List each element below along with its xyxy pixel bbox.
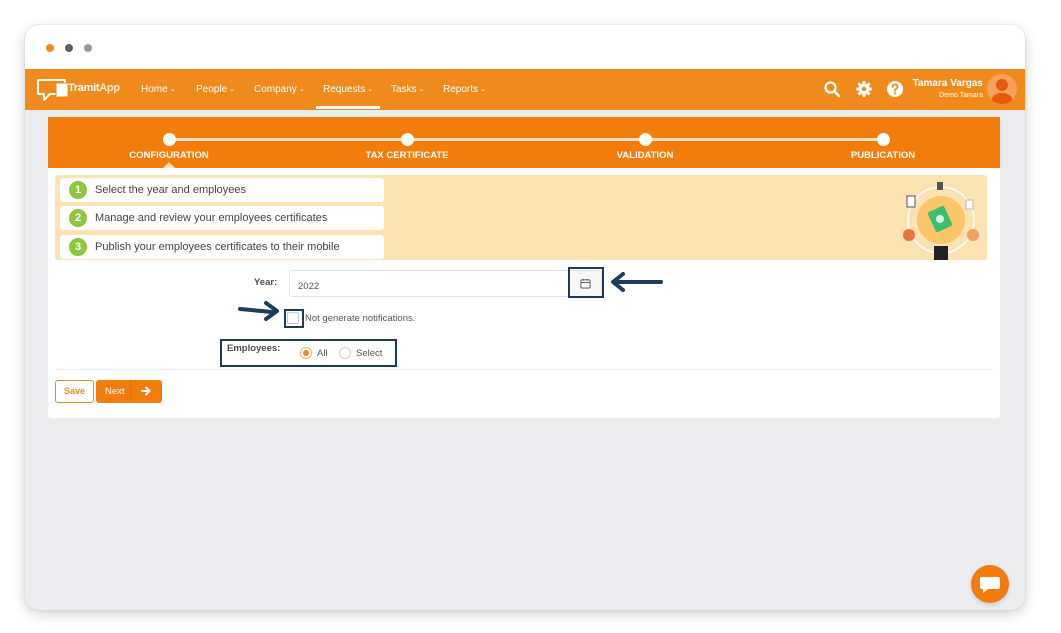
nav-home[interactable]: Home⌄ <box>141 84 176 95</box>
chat-icon <box>980 577 1000 593</box>
no-notifications-label[interactable]: Not generate notifications. <box>305 313 416 324</box>
employees-all-label[interactable]: All <box>317 348 328 359</box>
instruction-item: 2 Manage and review your employees certi… <box>60 206 384 230</box>
window-dot-gray <box>65 44 73 52</box>
employees-select-label[interactable]: Select <box>356 348 383 359</box>
step-number-badge: 1 <box>69 181 87 199</box>
nav-reports[interactable]: Reports⌄ <box>443 84 486 95</box>
highlight-checkbox-box <box>284 309 304 328</box>
instruction-item: 1 Select the year and employees <box>60 178 384 202</box>
next-button[interactable]: Next <box>96 380 162 403</box>
chevron-down-icon: ⌄ <box>229 86 236 93</box>
step-dot-tax-certificate[interactable] <box>401 133 414 146</box>
save-button[interactable]: Save <box>55 380 94 403</box>
arrow-left-icon <box>611 272 663 292</box>
nav-requests[interactable]: Requests⌄ <box>323 84 373 95</box>
year-input[interactable]: 2022 <box>289 270 569 297</box>
calendar-icon <box>580 278 591 289</box>
step-label-validation[interactable]: VALIDATION <box>616 150 674 161</box>
wizard-card: CONFIGURATION TAX CERTIFICATE VALIDATION… <box>48 117 1000 418</box>
user-name[interactable]: Tamara Vargas <box>912 78 983 89</box>
nav-people[interactable]: People⌄ <box>196 84 235 95</box>
chevron-down-icon: ⌄ <box>480 86 486 93</box>
form-divider <box>55 369 993 370</box>
avatar[interactable] <box>987 74 1017 104</box>
nav-company-label: Company <box>254 84 297 95</box>
instructions-banner: 1 Select the year and employees 2 Manage… <box>55 175 987 260</box>
step-number-badge: 2 <box>69 209 87 227</box>
chevron-down-icon: ⌄ <box>169 86 176 93</box>
nav-tasks-label: Tasks <box>391 84 417 95</box>
instruction-text: Select the year and employees <box>95 184 247 196</box>
arrow-right-icon <box>141 386 151 396</box>
gear-icon[interactable] <box>855 80 873 98</box>
window-dot-orange <box>46 44 54 52</box>
window-dot-light-gray <box>84 44 92 52</box>
chevron-down-icon: ⌄ <box>367 86 374 93</box>
chevron-down-icon: ⌄ <box>298 86 305 93</box>
nav-active-indicator <box>316 106 380 109</box>
step-dot-publication[interactable] <box>877 133 890 146</box>
step-label-publication[interactable]: PUBLICATION <box>850 150 916 161</box>
window-titlebar <box>25 25 1025 69</box>
no-notifications-checkbox[interactable] <box>287 312 299 324</box>
user-company: Demo Tamara <box>939 92 983 99</box>
stepper-track <box>169 138 883 141</box>
step-label-configuration[interactable]: CONFIGURATION <box>129 150 209 161</box>
brand-name-light: App <box>99 82 120 94</box>
chat-support-button[interactable] <box>971 565 1009 603</box>
step-dot-validation[interactable] <box>639 133 652 146</box>
step-label-tax-certificate[interactable]: TAX CERTIFICATE <box>365 150 449 161</box>
wizard-stepper: CONFIGURATION TAX CERTIFICATE VALIDATION… <box>48 117 1000 168</box>
search-icon[interactable] <box>823 80 841 98</box>
instruction-text: Manage and review your employees certifi… <box>95 212 328 224</box>
employees-select-radio[interactable] <box>339 347 351 359</box>
nav-reports-label: Reports <box>443 84 479 95</box>
employees-label: Employees: <box>227 343 281 354</box>
current-step-caret <box>163 162 175 168</box>
speech-bubble-logo-icon <box>37 79 69 101</box>
year-label: Year: <box>254 277 278 288</box>
nav-people-label: People <box>196 84 228 95</box>
top-navbar: TramitApp Home⌄ People⌄ Company⌄ Request… <box>25 69 1025 110</box>
instruction-text: Publish your employees certificates to t… <box>95 241 340 253</box>
next-button-divider <box>130 380 131 403</box>
step-number-badge: 3 <box>69 238 87 256</box>
employees-all-radio[interactable] <box>300 347 312 359</box>
certificate-illustration-icon <box>903 182 979 260</box>
arrow-right-icon <box>238 301 279 321</box>
user-avatar-icon <box>991 79 1013 104</box>
nav-company[interactable]: Company⌄ <box>254 84 305 95</box>
next-button-label: Next <box>105 386 125 397</box>
nav-tasks[interactable]: Tasks⌄ <box>391 84 424 95</box>
step-dot-configuration[interactable] <box>163 133 176 146</box>
highlight-employees-box <box>220 339 397 367</box>
highlight-calendar-box <box>568 267 604 298</box>
help-icon[interactable] <box>886 80 904 98</box>
browser-window: TramitApp Home⌄ People⌄ Company⌄ Request… <box>25 25 1025 610</box>
instruction-item: 3 Publish your employees certificates to… <box>60 235 384 259</box>
nav-requests-label: Requests <box>323 84 366 95</box>
chevron-down-icon: ⌄ <box>418 86 425 93</box>
nav-home-label: Home <box>141 84 168 95</box>
brand-name-bold: Tramit <box>68 82 100 94</box>
